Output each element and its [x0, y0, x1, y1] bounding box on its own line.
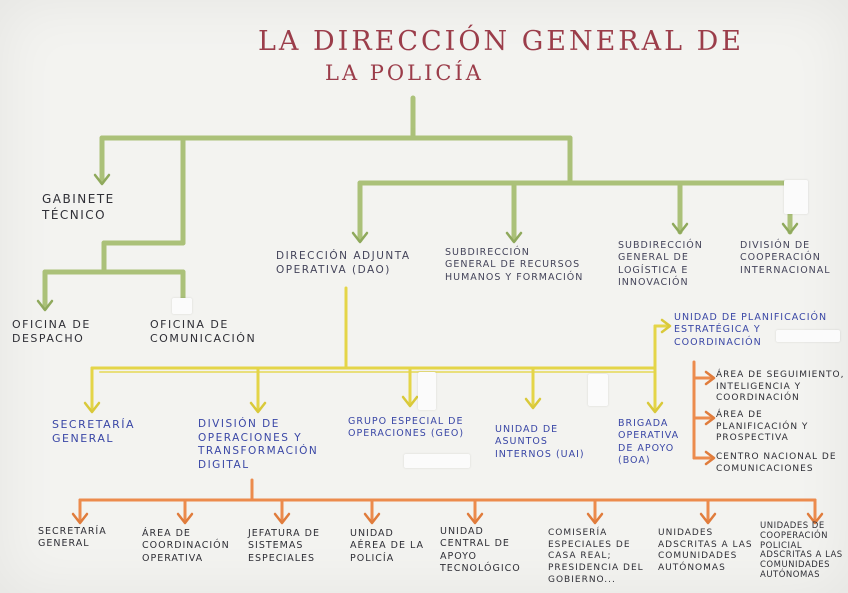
node-secretaria-general-operaciones: Secretaría General [38, 526, 107, 550]
node-unidades-cooperacion-policial: Unidades de Cooperación Policial Adscrit… [760, 521, 843, 580]
node-unidad-planificacion: Unidad de Planificación Estratégica y Co… [674, 312, 828, 348]
node-unidad-aerea: Unidad Aérea de la Policía [350, 528, 424, 564]
node-gabinete-tecnico: Gabinete Técnico [42, 192, 115, 222]
node-boa: Brigada Operativa de Apoyo (BOA) [618, 418, 680, 467]
node-area-seguimiento: Área de Seguimiento, Inteligencia y Coor… [716, 370, 845, 404]
node-unidad-apoyo-tecnologico: Unidad Central de Apoyo Tecnológico [440, 526, 521, 575]
chart-title-line-1: La Dirección General de [258, 26, 744, 57]
node-oficina-despacho: Oficina de Despacho [12, 318, 91, 346]
node-centro-comunicaciones: Centro Nacional de Comunicaciones [716, 452, 837, 474]
tape-patch [588, 374, 608, 406]
node-division-cooperacion: División de Cooperación Internacional [740, 240, 831, 276]
node-comisaria-casa-real: Comisería Especiales de Casa Real; Presi… [548, 528, 644, 585]
tape-patch [784, 180, 808, 214]
node-unidades-comunidades: Unidades Adscritas a las Comunidades Aut… [658, 528, 753, 574]
node-uai: Unidad de Asuntos Internos (UAI) [495, 424, 585, 460]
node-subdireccion-rrhh: Subdirección General de Recursos Humanos… [445, 247, 584, 283]
node-oficina-comunicacion: Oficina de Comunicación [150, 318, 257, 346]
tape-patch [172, 298, 192, 314]
tape-patch [776, 330, 840, 342]
node-area-coordinacion-operativa: Área de Coordinación Operativa [142, 528, 230, 564]
node-jefatura-sistemas-especiales: Jefatura de Sistemas Especiales [248, 528, 320, 564]
tape-patch [404, 454, 470, 468]
node-dao: Dirección Adjunta Operativa (DAO) [276, 250, 411, 276]
node-secretaria-general-dao: Secretaría General [52, 418, 136, 446]
node-division-operaciones: División de Operaciones y Transformación… [198, 418, 319, 471]
node-area-planificacion: Área de Planificación y Prospectiva [716, 410, 809, 444]
node-subdireccion-logistica: Subdirección General de Logística e Inno… [618, 240, 703, 289]
tape-patch [418, 372, 436, 410]
node-geo: Grupo Especial de Operaciones (GEO) [348, 416, 465, 440]
chart-title-line-2: la Policía [325, 61, 484, 85]
